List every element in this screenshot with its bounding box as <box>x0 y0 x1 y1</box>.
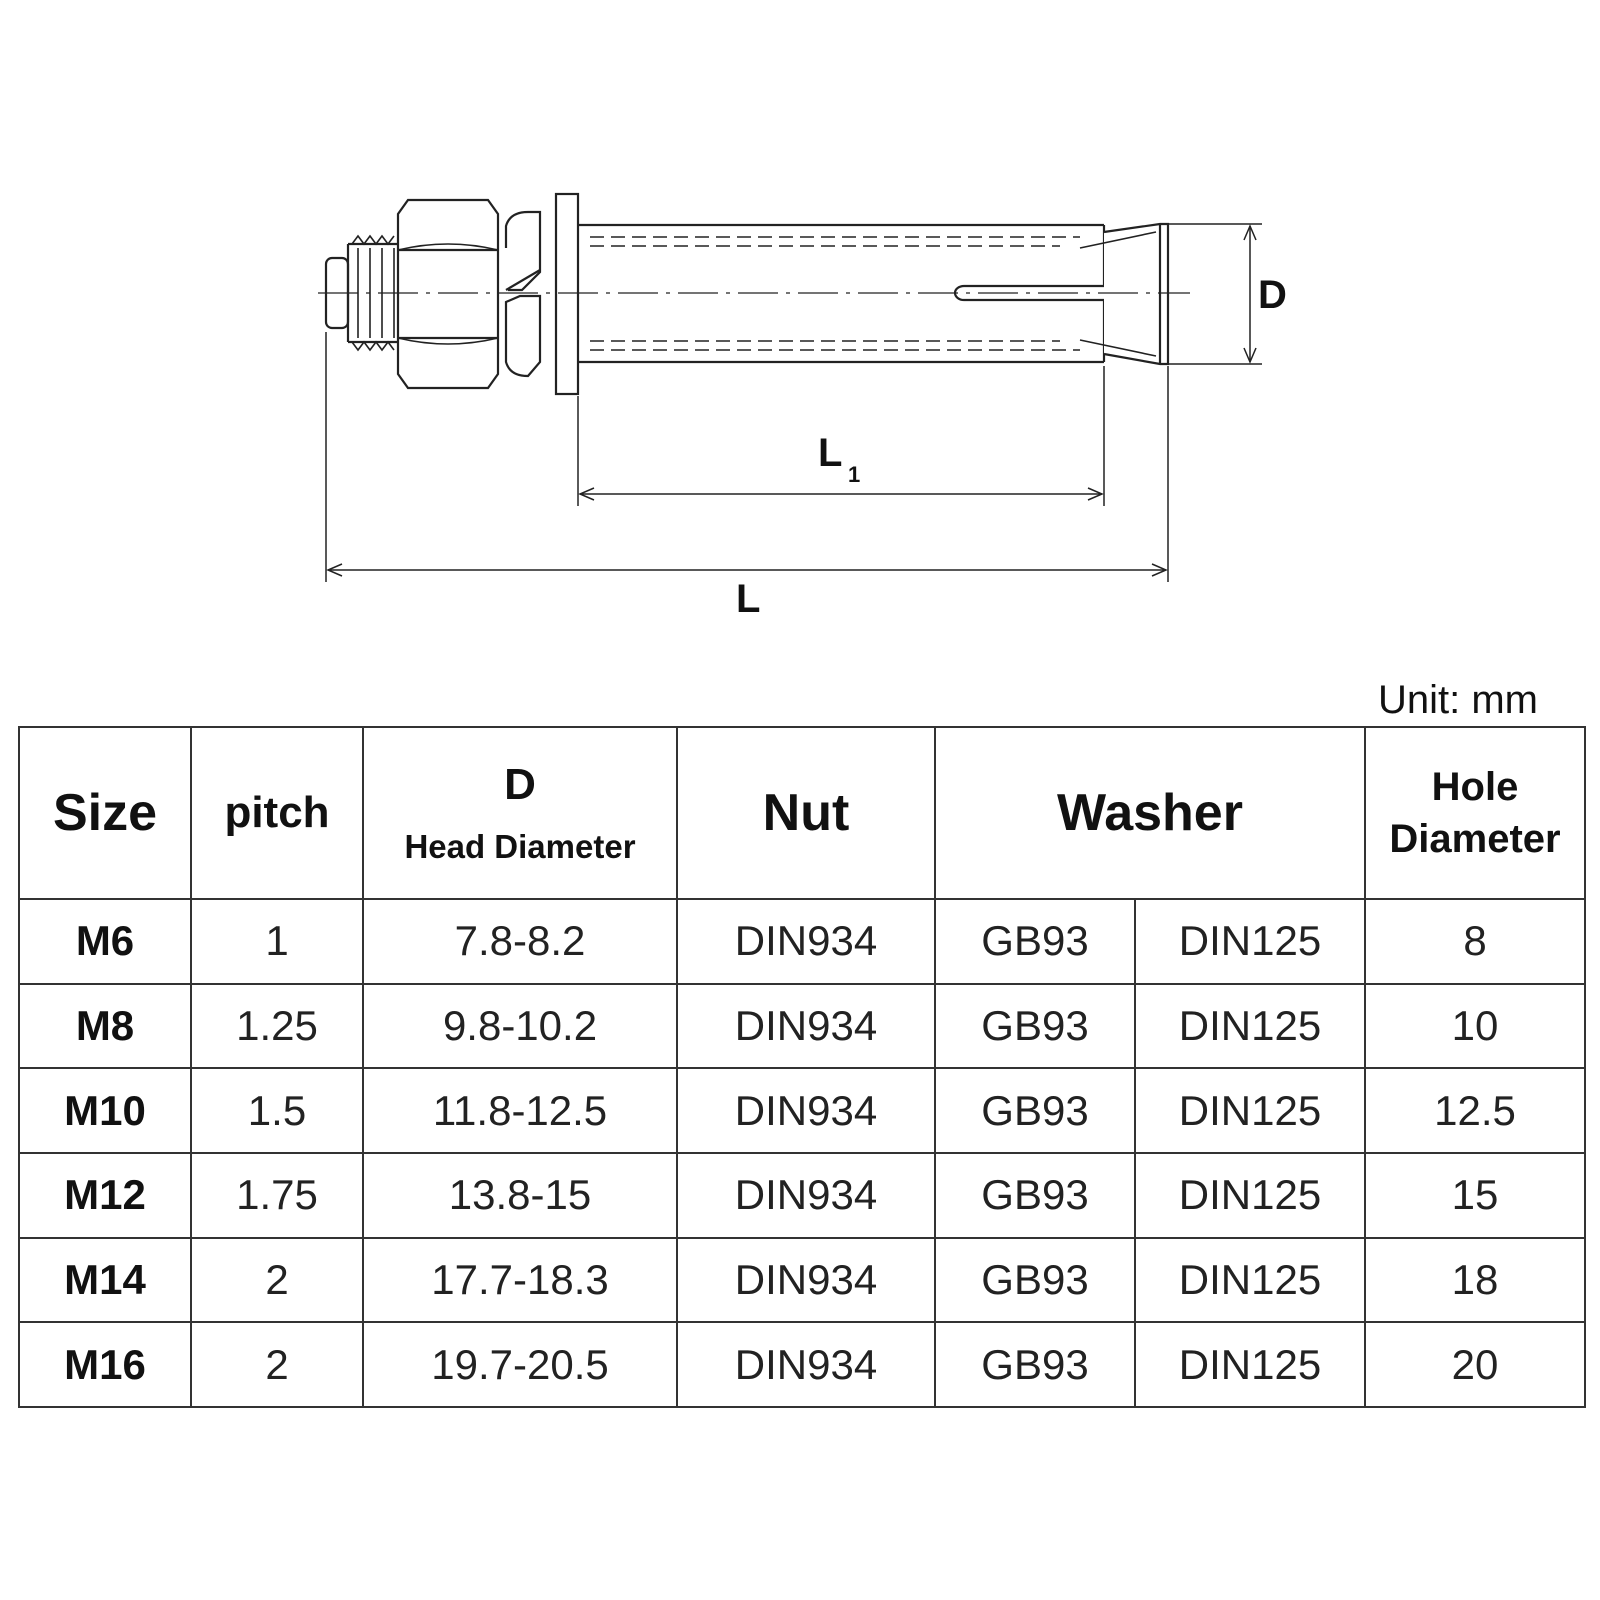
cell-size: M14 <box>18 1236 192 1324</box>
cell-nut: DIN934 <box>676 1067 936 1154</box>
cell-head-diameter: 9.8-10.2 <box>362 982 678 1070</box>
sleeve-length-subscript: 1 <box>848 462 860 487</box>
table-header-row: Size pitch D Head Diameter Nut Washer Ho… <box>18 726 1587 900</box>
cell-washer-flat: DIN125 <box>1133 982 1367 1070</box>
cell-head-diameter: 7.8-8.2 <box>362 898 678 985</box>
spring-washer <box>504 210 542 378</box>
cell-washer-spring: GB93 <box>934 1321 1136 1408</box>
cell-size: M16 <box>18 1321 192 1408</box>
cell-pitch: 2 <box>190 1321 364 1408</box>
flat-washer <box>554 192 580 396</box>
cell-head-diameter: 17.7-18.3 <box>362 1236 678 1324</box>
cell-pitch: 1.5 <box>190 1067 364 1154</box>
hex-nut <box>396 198 500 390</box>
total-length-dimension <box>325 332 1169 582</box>
table-row: M12 1.75 13.8-15 DIN934 GB93 DIN125 15 <box>18 1151 1587 1239</box>
cell-nut: DIN934 <box>676 898 936 985</box>
cell-head-diameter: 13.8-15 <box>362 1151 678 1239</box>
spec-table: Size pitch D Head Diameter Nut Washer Ho… <box>18 726 1587 1408</box>
cell-nut: DIN934 <box>676 982 936 1070</box>
cell-washer-spring: GB93 <box>934 1067 1136 1154</box>
cell-hole-diameter: 8 <box>1364 898 1587 985</box>
header-d-sub: Head Diameter <box>404 828 636 865</box>
cell-nut: DIN934 <box>676 1321 936 1408</box>
header-hole-line2: Diameter <box>1389 817 1561 861</box>
cell-washer-flat: DIN125 <box>1133 1067 1367 1154</box>
cell-size: M8 <box>18 982 192 1070</box>
table-row: M14 2 17.7-18.3 DIN934 GB93 DIN125 18 <box>18 1236 1587 1324</box>
cell-washer-spring: GB93 <box>934 982 1136 1070</box>
header-pitch: pitch <box>190 726 364 900</box>
cell-washer-flat: DIN125 <box>1133 1151 1367 1239</box>
anchor-bolt-drawing: D L 1 L <box>318 192 1287 621</box>
header-hole-diameter: Hole Diameter <box>1364 726 1587 900</box>
header-d: D <box>504 760 536 809</box>
cell-hole-diameter: 12.5 <box>1364 1067 1587 1154</box>
table-row: M6 1 7.8-8.2 DIN934 GB93 DIN125 8 <box>18 898 1587 985</box>
diameter-dimension <box>1168 223 1262 365</box>
cell-hole-diameter: 15 <box>1364 1151 1587 1239</box>
cell-size: M6 <box>18 898 192 985</box>
cell-pitch: 2 <box>190 1236 364 1324</box>
cell-pitch: 1.25 <box>190 982 364 1070</box>
cell-size: M10 <box>18 1067 192 1154</box>
cone-nut <box>1079 222 1170 366</box>
table-row: M8 1.25 9.8-10.2 DIN934 GB93 DIN125 10 <box>18 982 1587 1070</box>
header-washer: Washer <box>933 726 1367 900</box>
sleeve-length-dimension <box>577 366 1105 506</box>
total-length-label: L <box>736 577 760 621</box>
cell-washer-flat: DIN125 <box>1133 1236 1367 1324</box>
cell-head-diameter: 19.7-20.5 <box>362 1321 678 1408</box>
sleeve-length-label: L <box>818 431 842 475</box>
table-row: M10 1.5 11.8-12.5 DIN934 GB93 DIN125 12.… <box>18 1067 1587 1154</box>
cell-pitch: 1.75 <box>190 1151 364 1239</box>
cell-hole-diameter: 20 <box>1364 1321 1587 1408</box>
table-row: M16 2 19.7-20.5 DIN934 GB93 DIN125 20 <box>18 1321 1587 1408</box>
cell-washer-spring: GB93 <box>934 898 1136 985</box>
header-size: Size <box>18 726 192 900</box>
cell-nut: DIN934 <box>676 1236 936 1324</box>
cell-hole-diameter: 18 <box>1364 1236 1587 1324</box>
unit-note: Unit: mm <box>1378 678 1538 722</box>
cell-pitch: 1 <box>190 898 364 985</box>
cell-size: M12 <box>18 1151 192 1239</box>
cell-head-diameter: 11.8-12.5 <box>362 1067 678 1154</box>
header-nut: Nut <box>676 726 936 900</box>
cell-washer-spring: GB93 <box>934 1236 1136 1324</box>
header-head-diameter: D Head Diameter <box>362 726 678 900</box>
cell-washer-flat: DIN125 <box>1133 1321 1367 1408</box>
cell-hole-diameter: 10 <box>1364 982 1587 1070</box>
diameter-label: D <box>1258 273 1287 317</box>
cell-nut: DIN934 <box>676 1151 936 1239</box>
header-hole-line1: Hole <box>1431 765 1519 809</box>
cell-washer-spring: GB93 <box>934 1151 1136 1239</box>
cell-washer-flat: DIN125 <box>1133 898 1367 985</box>
